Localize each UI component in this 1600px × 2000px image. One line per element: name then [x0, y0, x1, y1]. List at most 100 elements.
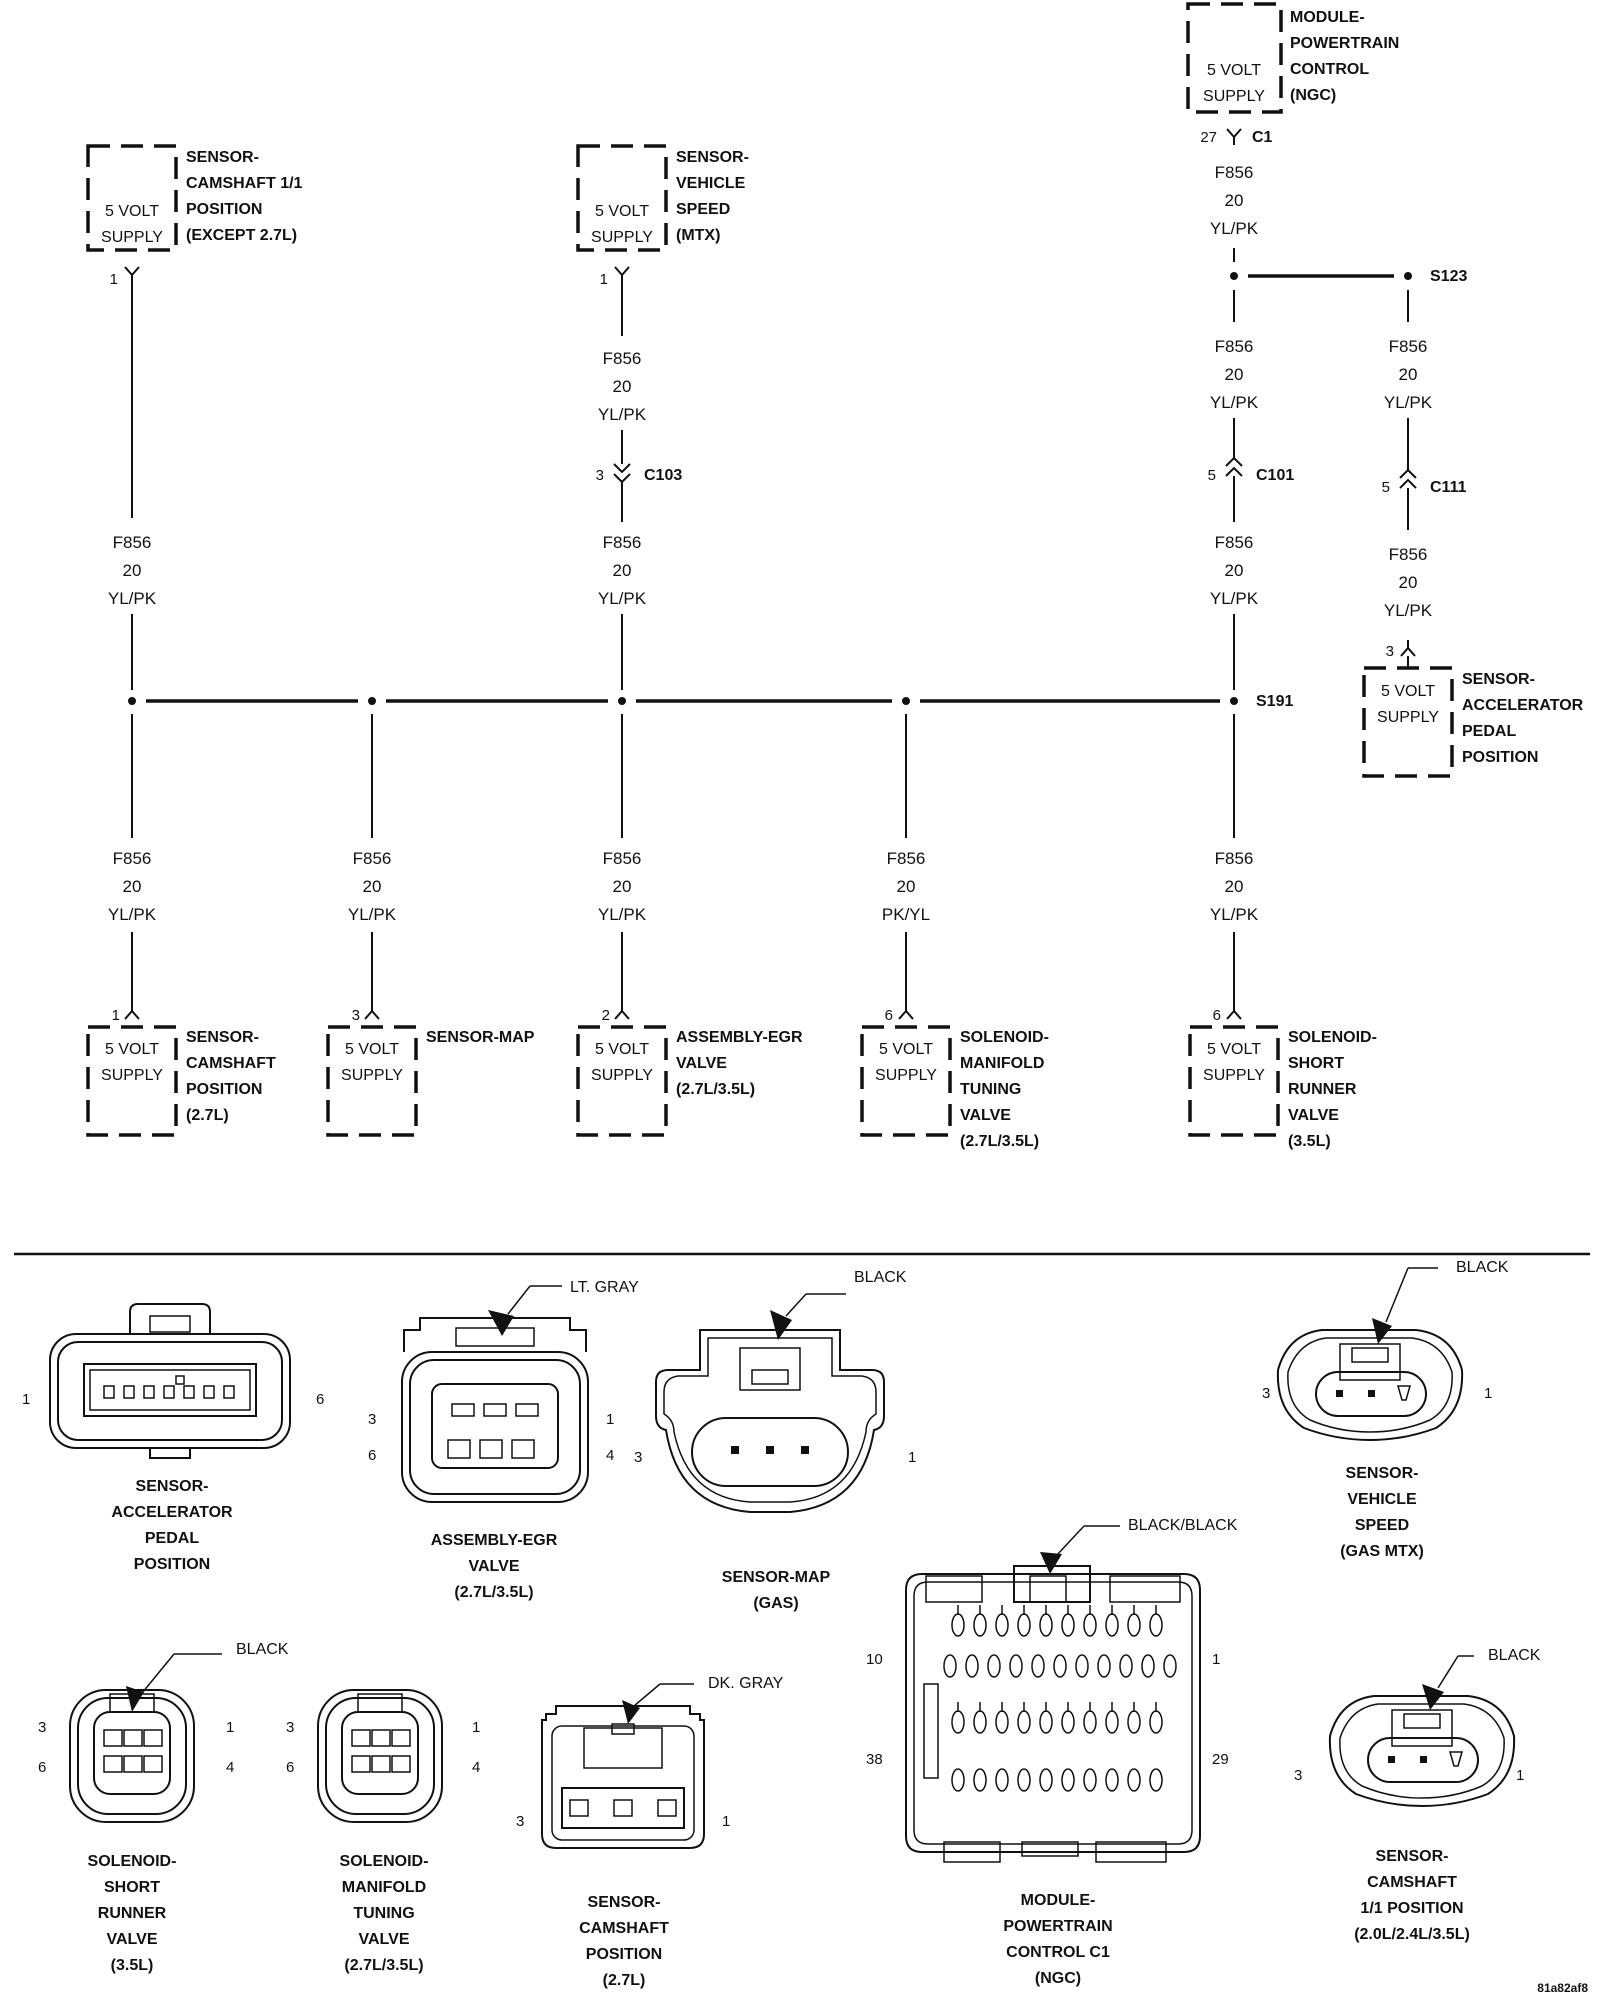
svg-text:RUNNER: RUNNER	[98, 1905, 167, 1922]
svg-text:(3.5L): (3.5L)	[1288, 1133, 1331, 1150]
egr-connector-view: LT. GRAY 3 1 6 4 ASSEMBLY-EGR VALVE (2.7…	[368, 1279, 639, 1601]
svg-text:YL/PK: YL/PK	[1384, 393, 1433, 412]
pcm-pin-cavity	[995, 1613, 1009, 1637]
svg-text:POSITION: POSITION	[186, 201, 262, 218]
svg-text:YL/PK: YL/PK	[1210, 393, 1259, 412]
svg-text:1: 1	[722, 1813, 730, 1830]
svg-text:20: 20	[363, 877, 382, 896]
vss-sensor: 5 VOLT SUPPLY SENSOR- VEHICLE SPEED (MTX…	[576, 144, 749, 288]
svg-text:VEHICLE: VEHICLE	[1347, 1491, 1417, 1508]
svg-text:YL/PK: YL/PK	[1210, 905, 1259, 924]
svg-text:20: 20	[123, 877, 142, 896]
svg-text:20: 20	[613, 877, 632, 896]
branch-map: F856 20 YL/PK 3 5 VOLT SUPPLY SENSOR-MAP	[326, 714, 535, 1137]
svg-text:20: 20	[1399, 365, 1418, 384]
svg-text:5 VOLT: 5 VOLT	[1381, 683, 1435, 700]
pcm-label-1: MODULE-	[1290, 9, 1365, 26]
svg-text:CAMSHAFT 1/1: CAMSHAFT 1/1	[186, 175, 303, 192]
svg-text:ACCELERATOR: ACCELERATOR	[1462, 697, 1584, 714]
svg-text:1: 1	[1484, 1385, 1492, 1402]
pcm-pin-cavity	[1105, 1613, 1119, 1637]
svg-text:5 VOLT: 5 VOLT	[105, 1041, 159, 1058]
svg-text:F856: F856	[887, 849, 926, 868]
pcm-pin-grid	[943, 1605, 1177, 1792]
svg-text:(GAS): (GAS)	[753, 1595, 798, 1612]
svg-text:POSITION: POSITION	[1462, 749, 1538, 766]
svg-text:(EXCEPT 2.7L): (EXCEPT 2.7L)	[186, 227, 297, 244]
svg-text:1: 1	[606, 1411, 614, 1428]
pcm-pin-cavity	[1039, 1613, 1053, 1637]
svg-text:F856: F856	[1389, 337, 1428, 356]
supply-line1: 5 VOLT	[1207, 62, 1261, 79]
wiring-schematic: 5 VOLT SUPPLY MODULE- POWERTRAIN CONTROL…	[86, 2, 1584, 1150]
svg-text:10: 10	[866, 1651, 883, 1668]
svg-text:CAMSHAFT: CAMSHAFT	[579, 1920, 669, 1937]
svg-text:6: 6	[885, 1007, 893, 1024]
pcm-pin-cavity	[1039, 1768, 1053, 1792]
svg-text:SHORT: SHORT	[1288, 1055, 1344, 1072]
svg-text:SUPPLY: SUPPLY	[591, 229, 653, 246]
svg-text:3: 3	[516, 1813, 524, 1830]
pcm-pin-cavity	[1017, 1768, 1031, 1792]
svg-text:SENSOR-MAP: SENSOR-MAP	[722, 1569, 831, 1586]
svg-text:5: 5	[1382, 479, 1390, 496]
pcm-pin-cavity	[1149, 1613, 1163, 1637]
svg-text:SOLENOID-: SOLENOID-	[1288, 1029, 1377, 1046]
svg-text:SOLENOID-: SOLENOID-	[960, 1029, 1049, 1046]
svg-text:CAMSHAFT: CAMSHAFT	[1367, 1874, 1457, 1891]
svg-text:1: 1	[1516, 1767, 1524, 1784]
svg-text:(MTX): (MTX)	[676, 227, 720, 244]
svg-text:1: 1	[110, 271, 118, 288]
svg-text:29: 29	[1212, 1751, 1229, 1768]
connector-c103: 3 C103	[596, 463, 682, 484]
pcm-pin-cavity	[1039, 1710, 1053, 1734]
svg-text:(2.7L): (2.7L)	[186, 1107, 229, 1124]
svg-text:(NGC): (NGC)	[1035, 1970, 1081, 1987]
pcm-pin-cavity	[1083, 1768, 1097, 1792]
svg-text:1: 1	[1212, 1651, 1220, 1668]
svg-text:3: 3	[368, 1411, 376, 1428]
pcm-pin-cavity	[973, 1768, 987, 1792]
pcm-pin-cavity	[951, 1613, 965, 1637]
svg-text:PEDAL: PEDAL	[1462, 723, 1516, 740]
svg-text:20: 20	[1399, 573, 1418, 592]
connector-c111: 5 C111	[1382, 468, 1467, 496]
svg-text:ASSEMBLY-EGR: ASSEMBLY-EGR	[676, 1029, 803, 1046]
connector-views: 1 6 SENSOR- ACCELERATOR PEDAL POSITION	[22, 1259, 1588, 1995]
branch-srv: F856 20 YL/PK 6 5 VOLT SUPPLY SOLENOID- …	[1188, 714, 1377, 1150]
svg-text:3: 3	[1294, 1767, 1302, 1784]
splice-s191: S191	[1256, 693, 1293, 710]
svg-text:(2.7L/3.5L): (2.7L/3.5L)	[676, 1081, 755, 1098]
svg-text:POSITION: POSITION	[586, 1946, 662, 1963]
svg-text:ACCELERATOR: ACCELERATOR	[111, 1504, 233, 1521]
svg-text:VALVE: VALVE	[469, 1558, 520, 1575]
pcm-pin-cavity	[1105, 1768, 1119, 1792]
app-connector-view: 1 6 SENSOR- ACCELERATOR PEDAL POSITION	[22, 1303, 324, 1573]
svg-text:F856: F856	[353, 849, 392, 868]
svg-text:F856: F856	[603, 349, 642, 368]
cam11-connector-view: BLACK 3 1 SENSOR- CAMSHAFT 1/1 POSITION …	[1294, 1647, 1541, 1943]
svg-text:RUNNER: RUNNER	[1288, 1081, 1357, 1098]
svg-text:SENSOR-: SENSOR-	[186, 1029, 259, 1046]
pcm-pin-cavity	[1127, 1768, 1141, 1792]
svg-text:VALVE: VALVE	[107, 1931, 158, 1948]
svg-text:VALVE: VALVE	[1288, 1107, 1339, 1124]
svg-text:3: 3	[352, 1007, 360, 1024]
pcm-pin-cavity	[973, 1710, 987, 1734]
svg-text:20: 20	[1225, 561, 1244, 580]
pcm-pin-cavity	[1141, 1654, 1155, 1678]
pcm-pin-cavity	[1097, 1654, 1111, 1678]
vss-color: BLACK	[1456, 1259, 1509, 1276]
svg-text:YL/PK: YL/PK	[1210, 589, 1259, 608]
svg-text:4: 4	[472, 1759, 480, 1776]
svg-text:SUPPLY: SUPPLY	[101, 1067, 163, 1084]
svg-text:1: 1	[908, 1449, 916, 1466]
map-connector-view: BLACK 3 1 SENSOR-MAP (GAS)	[634, 1269, 916, 1612]
svg-text:5 VOLT: 5 VOLT	[595, 1041, 649, 1058]
svg-text:SOLENOID-: SOLENOID-	[88, 1853, 177, 1870]
svg-text:(2.7L/3.5L): (2.7L/3.5L)	[960, 1133, 1039, 1150]
svg-text:38: 38	[866, 1751, 883, 1768]
svg-text:MANIFOLD: MANIFOLD	[342, 1879, 426, 1896]
svg-text:YL/PK: YL/PK	[348, 905, 397, 924]
svg-text:3: 3	[286, 1719, 294, 1736]
